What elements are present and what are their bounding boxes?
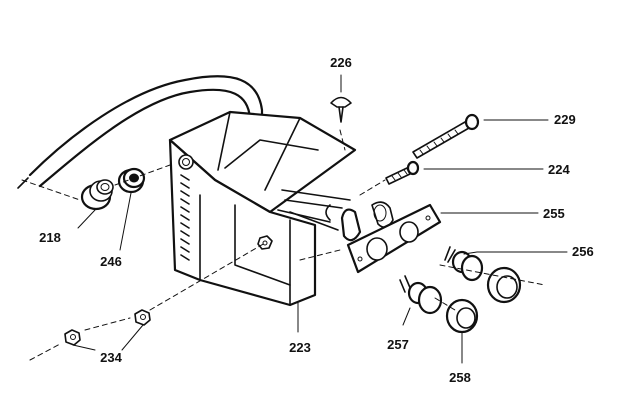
screw-224 xyxy=(385,160,544,185)
nuts-234 xyxy=(64,309,151,351)
label-246: 246 xyxy=(100,254,122,269)
vent-slots xyxy=(180,174,190,261)
button-cap-right xyxy=(486,266,522,304)
screw-229 xyxy=(412,113,549,159)
rivet-226 xyxy=(330,74,352,123)
label-218: 218 xyxy=(39,230,61,245)
strain-relief-grommet-218 xyxy=(80,179,114,211)
label-223: 223 xyxy=(289,340,311,355)
switch-housing xyxy=(168,110,357,307)
clip-pieces xyxy=(325,201,394,242)
label-258: 258 xyxy=(449,370,471,385)
label-255: 255 xyxy=(543,206,565,221)
label-256: 256 xyxy=(572,244,594,259)
label-234: 234 xyxy=(100,350,122,365)
label-257: 257 xyxy=(387,337,409,352)
leader-lines xyxy=(77,192,299,333)
button-cap-258 xyxy=(445,298,479,364)
bushing-246 xyxy=(117,167,146,194)
power-cord xyxy=(17,75,264,189)
push-switch-256 xyxy=(444,246,568,282)
assembly-axis-lines xyxy=(21,129,546,361)
label-229: 229 xyxy=(554,112,576,127)
label-226: 226 xyxy=(330,55,352,70)
label-224: 224 xyxy=(548,162,570,177)
mounting-plate-255 xyxy=(346,203,539,274)
push-switch-257 xyxy=(399,275,443,326)
